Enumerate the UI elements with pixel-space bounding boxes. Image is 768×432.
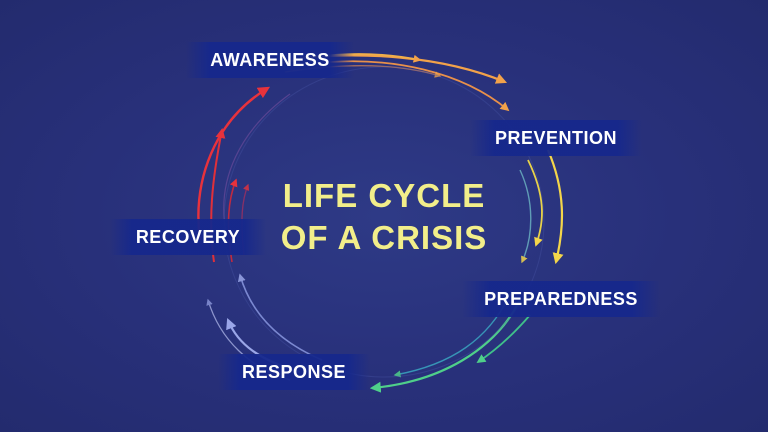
cycle-title-line2: OF A CRISIS	[280, 219, 488, 256]
arc-response-recovery-2	[237, 273, 323, 361]
stage-label-recovery: RECOVERY	[110, 219, 266, 255]
arc-preparedness-response-1	[369, 299, 521, 393]
arc-prevention-preparedness-3	[519, 169, 532, 264]
stage-label-response: RESPONSE	[218, 354, 370, 390]
cycle-title-line1: LIFE CYCLE	[282, 177, 486, 214]
arc-prevention-preparedness-2	[527, 159, 543, 247]
stage-label-preparedness: PREPAREDNESS	[462, 281, 660, 317]
arc-recovery-awareness-5	[223, 93, 291, 233]
stage-label-awareness: AWARENESS	[186, 42, 354, 78]
stage-label-prevention: PREVENTION	[470, 120, 642, 156]
arc-awareness-prevention-2	[329, 60, 510, 112]
arc-prevention-preparedness-1	[546, 149, 564, 265]
arc-preparedness-response-2	[476, 314, 531, 363]
cycle-title: LIFE CYCLE OF A CRISIS	[234, 175, 534, 259]
arc-recovery-awareness-1	[197, 86, 271, 241]
